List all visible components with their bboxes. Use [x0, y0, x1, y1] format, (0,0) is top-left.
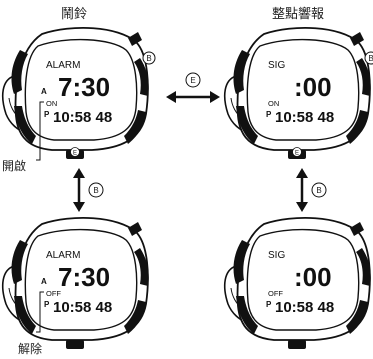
callout-off: 解除	[18, 341, 42, 356]
pm-indicator: P	[266, 110, 272, 119]
e-button-label: E	[73, 151, 77, 157]
e-button-marker	[292, 147, 302, 157]
mode-label: ALARM	[46, 60, 80, 71]
status-indicator: ON	[46, 99, 57, 108]
b-button-label: B	[316, 186, 321, 195]
b-button-label: B	[146, 54, 151, 63]
callout-on: 開啟	[2, 158, 26, 173]
alarm-time: 7:30	[58, 72, 110, 102]
b-button-marker	[142, 51, 156, 65]
am-indicator: A	[41, 277, 47, 286]
signal-minutes: :00	[294, 262, 332, 292]
heading-hourly-signal: 整點響報	[272, 6, 324, 22]
heading-alarm: 鬧鈴	[61, 7, 87, 22]
watch-alarm-off: ALARM A 7:30 OFF P 10:58 48	[1, 216, 150, 350]
callout-line-on	[36, 101, 44, 161]
pm-indicator: P	[44, 110, 50, 119]
current-time: 10:58 48	[53, 299, 112, 316]
b-button-marker	[311, 182, 327, 198]
mode-label: SIG	[268, 60, 285, 71]
am-indicator: A	[41, 87, 47, 96]
watch-signal-off: SIG :00 OFF P 10:58 48	[223, 216, 372, 350]
signal-minutes: :00	[294, 72, 332, 102]
arrow-e-horizontal: E	[166, 72, 220, 103]
mode-label: SIG	[268, 250, 285, 261]
status-indicator: OFF	[46, 289, 61, 298]
status-indicator: OFF	[268, 289, 283, 298]
callout-line-off	[36, 291, 44, 333]
e-button-label: E	[295, 151, 299, 157]
current-time: 10:58 48	[53, 109, 112, 126]
e-button-label: E	[190, 76, 195, 85]
b-button-marker	[88, 182, 104, 198]
b-button-marker	[364, 51, 373, 65]
watch-alarm-on: B E ALARM A 7:30 ON P 10:58 48	[1, 26, 156, 161]
pm-indicator: P	[44, 300, 50, 309]
current-time: 10:58 48	[275, 109, 334, 126]
current-time: 10:58 48	[275, 299, 334, 316]
arrow-b-left: B	[73, 168, 104, 212]
b-button-label: B	[368, 54, 373, 63]
mode-label: ALARM	[46, 250, 80, 261]
arrow-b-right: B	[296, 168, 327, 212]
pm-indicator: P	[266, 300, 272, 309]
watch-signal-on: B E SIG :00 ON P 10:58 48	[223, 26, 373, 160]
b-button-label: B	[93, 186, 98, 195]
alarm-time: 7:30	[58, 262, 110, 292]
e-button-marker	[185, 72, 201, 88]
status-indicator: ON	[268, 99, 279, 108]
e-button-marker	[70, 147, 80, 157]
